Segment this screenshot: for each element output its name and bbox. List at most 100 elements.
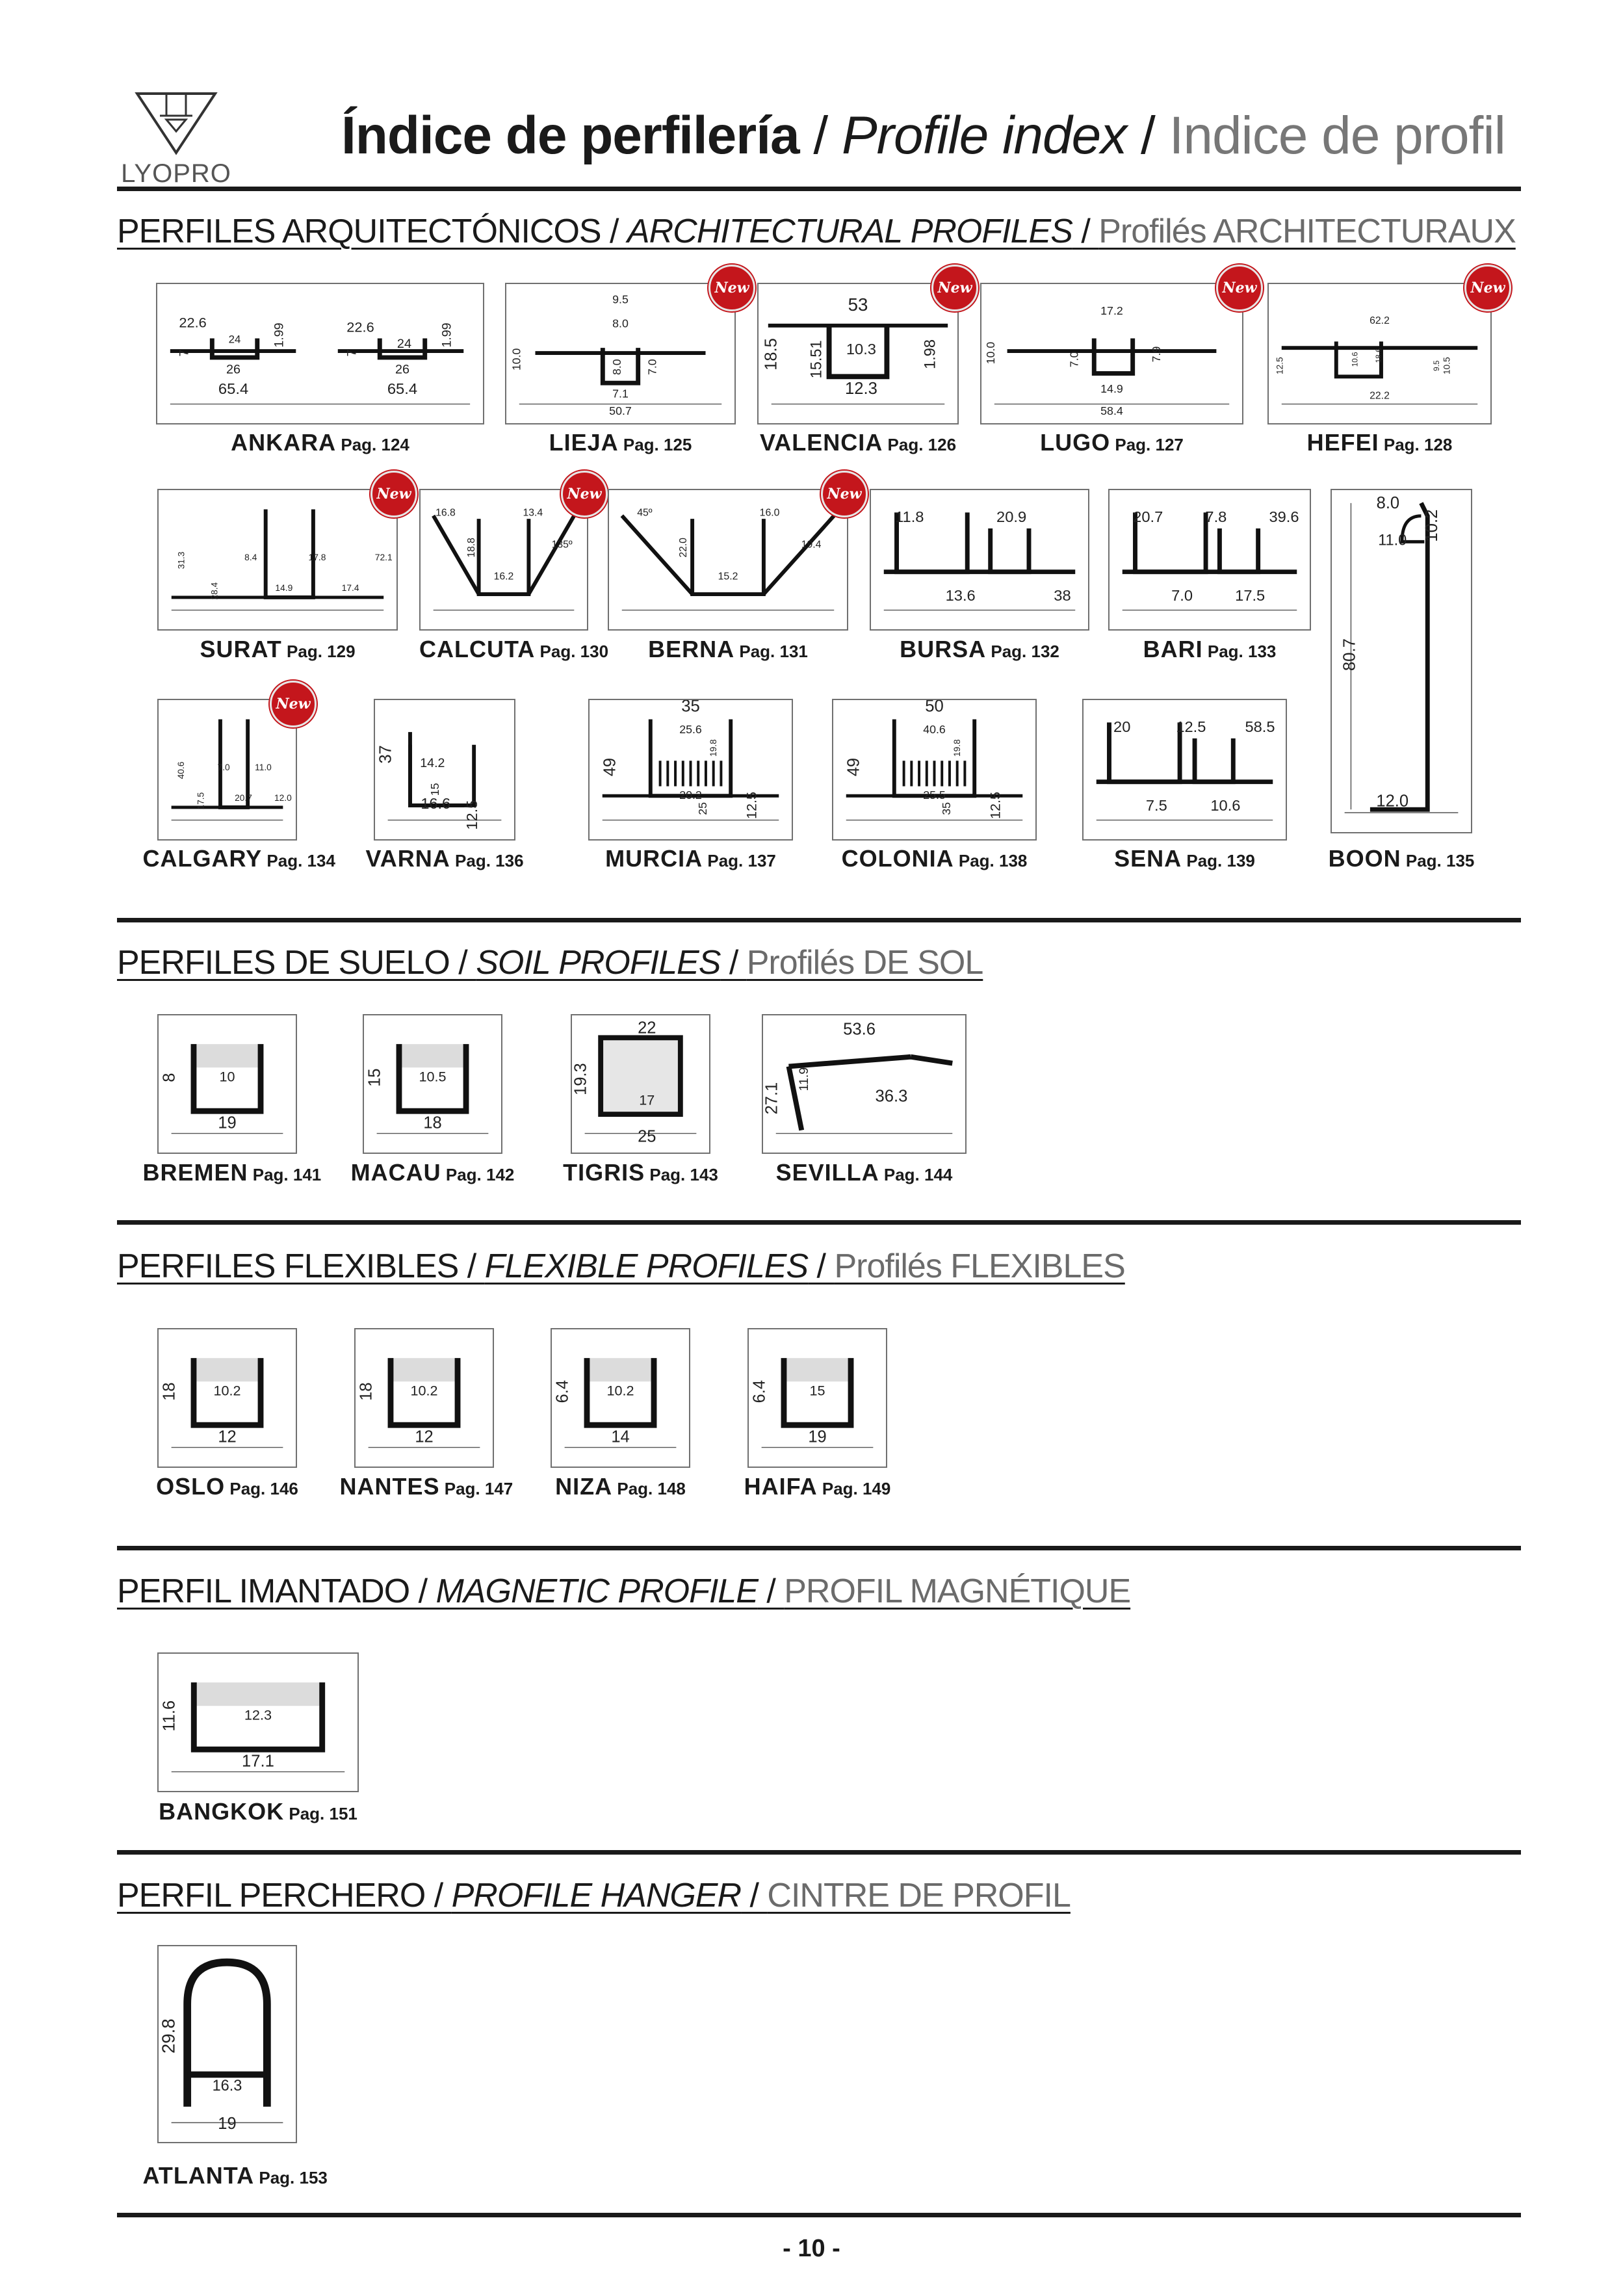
profile-name: HEFEI bbox=[1306, 429, 1379, 456]
profile-page-ref[interactable]: Pag. 139 bbox=[1182, 851, 1255, 870]
title-es: Índice de perfilería bbox=[341, 106, 800, 165]
profile-page-ref[interactable]: Pag. 126 bbox=[883, 435, 957, 454]
dimension-label: 12.5 bbox=[1176, 719, 1206, 736]
dimension-label: 9.5 bbox=[1432, 360, 1441, 371]
profile-name: BARI bbox=[1143, 636, 1203, 662]
profile-page-ref[interactable]: Pag. 130 bbox=[535, 642, 609, 661]
dimension-label: 7.8 bbox=[1205, 509, 1227, 526]
profile-page-ref[interactable]: Pag. 148 bbox=[612, 1479, 686, 1498]
profile-page-ref[interactable]: Pag. 135 bbox=[1401, 851, 1475, 870]
profile-name: BREMEN bbox=[142, 1159, 248, 1186]
profile-caption: BREMEN Pag. 141 bbox=[142, 1159, 322, 1186]
profile-page-ref[interactable]: Pag. 136 bbox=[450, 851, 524, 870]
dimension-label: 40.6 bbox=[176, 761, 186, 779]
profile-page-ref[interactable]: Pag. 146 bbox=[225, 1479, 298, 1498]
profile-page-ref[interactable]: Pag. 125 bbox=[618, 435, 692, 454]
dimension-label: 65.4 bbox=[218, 381, 248, 398]
dimension-label: 53 bbox=[848, 294, 868, 315]
dimension-label: 22.0 bbox=[678, 538, 689, 558]
dimension-label: 7.9 bbox=[1150, 346, 1163, 363]
dimension-label: 7.0 bbox=[1171, 588, 1193, 605]
profile-name: BURSA bbox=[900, 636, 987, 662]
profile-page-ref[interactable]: Pag. 147 bbox=[439, 1479, 513, 1498]
new-badge: New bbox=[1216, 265, 1263, 311]
profile-caption: BURSA Pag. 132 bbox=[870, 636, 1089, 663]
profile-page-ref[interactable]: Pag. 137 bbox=[703, 851, 776, 870]
dimension-label: 17.1 bbox=[242, 1753, 274, 1771]
dimension-label: 8 bbox=[161, 1073, 179, 1082]
dimension-label: 29.8 bbox=[159, 2018, 179, 2054]
profile-page-ref[interactable]: Pag. 131 bbox=[734, 642, 808, 661]
dimension-label: 6.4 bbox=[751, 1380, 769, 1403]
dimension-label: 12 bbox=[415, 1428, 433, 1446]
dimension-label: 7.0 bbox=[645, 359, 658, 375]
profile-caption: BARI Pag. 133 bbox=[1108, 636, 1311, 663]
profile-caption: COLONIA Pag. 138 bbox=[832, 845, 1037, 872]
dimension-label: 11.8 bbox=[895, 509, 924, 526]
new-badge: New bbox=[821, 471, 868, 517]
dimension-label: 19.3 bbox=[572, 1063, 590, 1095]
brand-logo: LYOPRO bbox=[114, 91, 238, 188]
profile-page-ref[interactable]: Pag. 143 bbox=[645, 1165, 718, 1184]
dimension-label: 18.6 bbox=[1374, 348, 1383, 363]
dimension-label: 38 bbox=[1054, 588, 1071, 605]
new-badge: New bbox=[270, 681, 317, 727]
profile-caption: MACAU Pag. 142 bbox=[348, 1159, 517, 1186]
profile-page-ref[interactable]: Pag. 129 bbox=[281, 642, 356, 661]
dimension-label: 1.99 bbox=[439, 322, 454, 347]
dimension-label: 1.98 bbox=[922, 339, 939, 369]
brand-name: LYOPRO bbox=[121, 159, 231, 186]
profile-page-ref[interactable]: Pag. 138 bbox=[954, 851, 1028, 870]
dimension-label: 49 bbox=[601, 758, 619, 776]
dimension-label: 12.5 bbox=[1275, 357, 1285, 374]
profile-caption: CALCUTA Pag. 130 bbox=[419, 636, 608, 663]
profile-page-ref[interactable]: Pag. 141 bbox=[248, 1165, 322, 1184]
dimension-label: 15 bbox=[428, 783, 441, 796]
profile-name: HAIFA bbox=[744, 1473, 818, 1500]
new-badge: New bbox=[708, 265, 755, 311]
profile-page-ref[interactable]: Pag. 149 bbox=[817, 1479, 891, 1498]
profile-page-ref[interactable]: Pag. 134 bbox=[262, 851, 335, 870]
profile-caption: ANKARA Pag. 124 bbox=[156, 429, 484, 456]
dimension-label: 22.6 bbox=[346, 319, 374, 335]
dimension-label: 12.3 bbox=[845, 380, 877, 398]
dimension-label: 16.0 bbox=[760, 507, 780, 518]
profile-caption: SENA Pag. 139 bbox=[1082, 845, 1287, 872]
dimension-label: 10.6 bbox=[1210, 798, 1240, 815]
dimension-label: 18.8 bbox=[466, 538, 477, 558]
profile-page-ref[interactable]: Pag. 144 bbox=[879, 1165, 953, 1184]
profile-page-ref[interactable]: Pag. 142 bbox=[441, 1165, 515, 1184]
dimension-label: 19.4 bbox=[801, 539, 822, 550]
profile-caption: SEVILLA Pag. 144 bbox=[762, 1159, 967, 1186]
section-rule bbox=[117, 1220, 1521, 1225]
dimension-label: 12.0 bbox=[274, 793, 292, 803]
dimension-label: 10.2 bbox=[1423, 509, 1441, 541]
dimension-label: 10.0 bbox=[984, 342, 997, 365]
profile-page-ref[interactable]: Pag. 132 bbox=[986, 642, 1059, 661]
dimension-label: 15 bbox=[809, 1382, 825, 1398]
profile-page-ref[interactable]: Pag. 153 bbox=[254, 2168, 328, 2187]
profile-page-ref[interactable]: Pag. 128 bbox=[1379, 435, 1453, 454]
profile-page-ref[interactable]: Pag. 127 bbox=[1110, 435, 1184, 454]
dimension-label: 25 bbox=[638, 1127, 656, 1145]
dimension-label: 1.99 bbox=[272, 322, 286, 347]
profile-name: BOON bbox=[1328, 845, 1401, 872]
profile-page-ref[interactable]: Pag. 133 bbox=[1202, 642, 1277, 661]
dimension-label: 16.2 bbox=[494, 571, 514, 582]
new-badge: New bbox=[931, 265, 978, 311]
dimension-label: 10.2 bbox=[411, 1382, 438, 1398]
dimension-label: 58.5 bbox=[1245, 719, 1275, 736]
profile-page-ref[interactable]: Pag. 124 bbox=[336, 435, 409, 454]
dimension-label: 8.0 bbox=[610, 359, 623, 375]
profile-caption: TIGRIS Pag. 143 bbox=[556, 1159, 725, 1186]
profile-caption: CALGARY Pag. 134 bbox=[143, 845, 335, 872]
profile-page-ref[interactable]: Pag. 151 bbox=[284, 1804, 357, 1823]
